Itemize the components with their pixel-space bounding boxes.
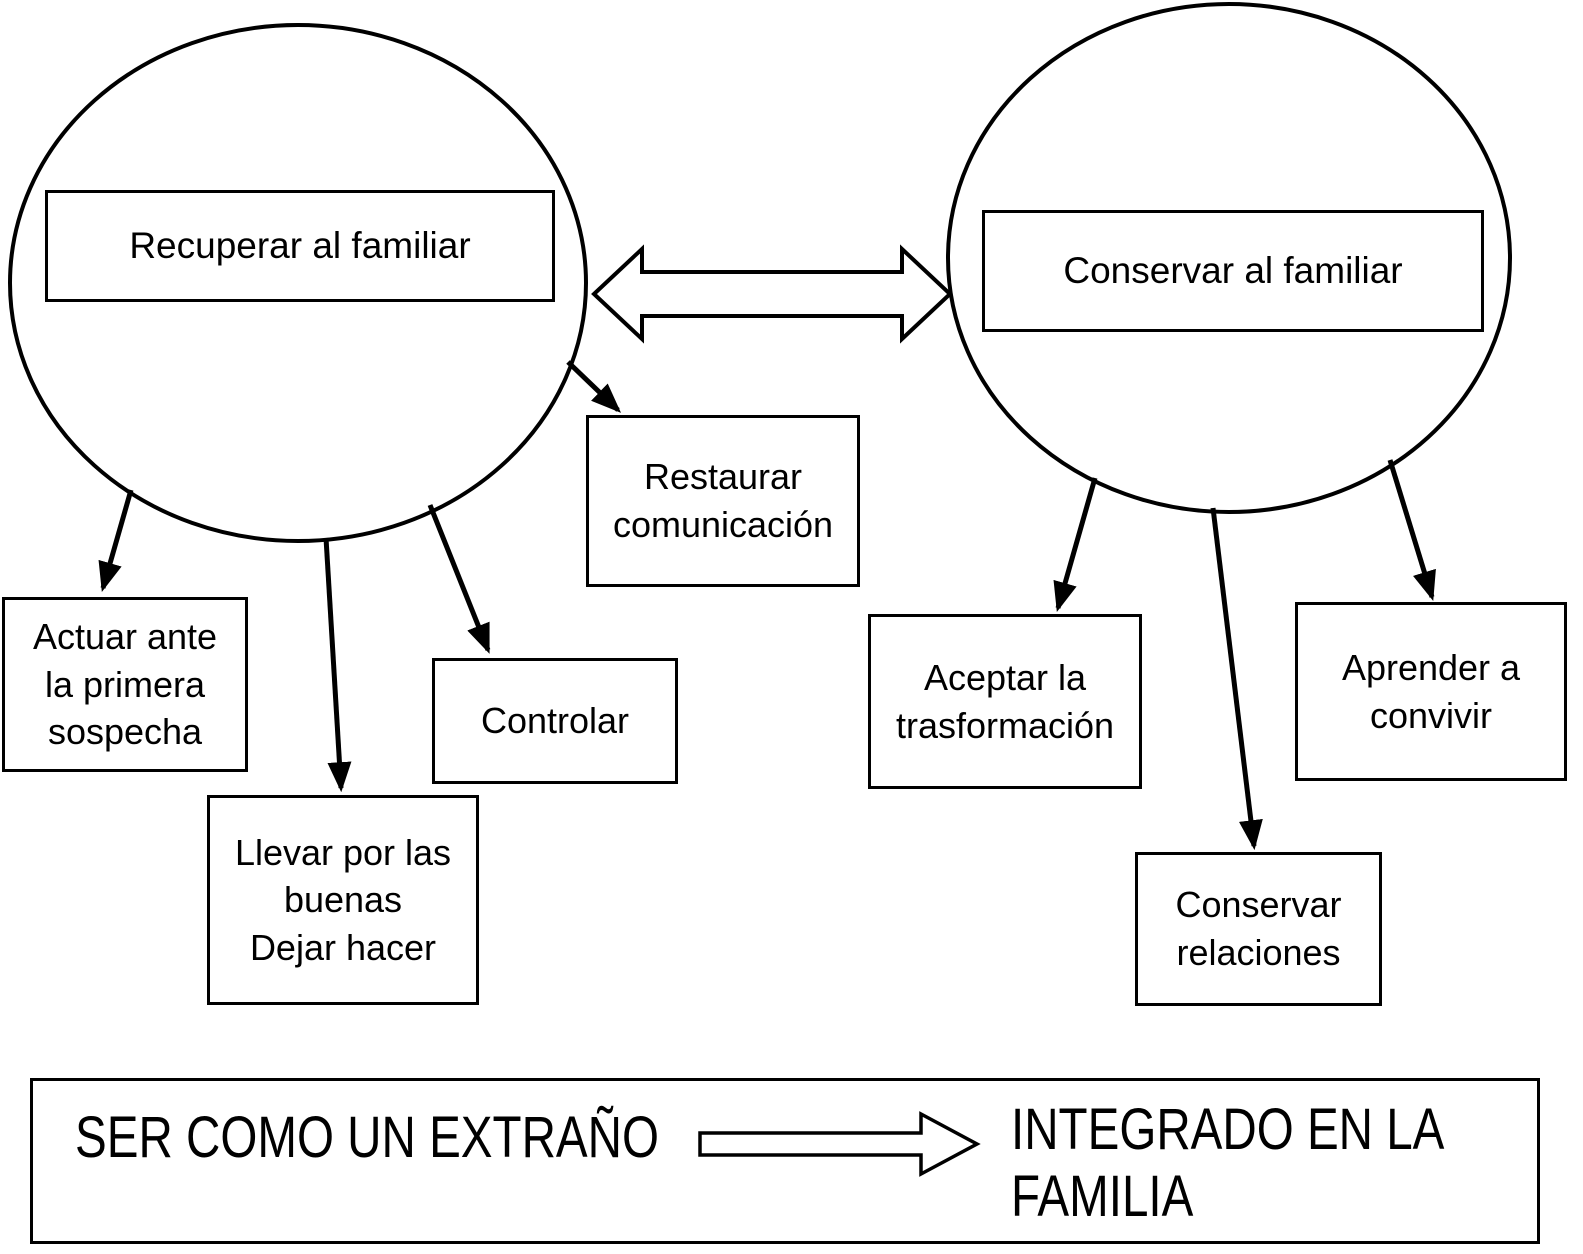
- aceptar-trasformacion-label: Aceptar la trasformación: [895, 656, 1115, 746]
- actuar-ante-sospecha-label: Actuar ante la primera sospecha: [32, 616, 218, 753]
- banner-right-label: INTEGRADO EN LA FAMILIA: [1011, 1097, 1445, 1229]
- aceptar-trasformacion-box: Aceptar la trasformación: [868, 614, 1142, 789]
- arrow-conservar-to-aceptar: [1053, 477, 1098, 613]
- restaurar-comunicacion-box: Restaurar comunicación: [586, 415, 860, 587]
- llevar-por-las-buenas-box: Llevar por las buenas Dejar hacer: [207, 795, 479, 1005]
- llevar-por-las-buenas-label: Llevar por las buenas Dejar hacer: [234, 831, 452, 968]
- recuperar-al-familiar-box: Recuperar al familiar: [45, 190, 555, 302]
- recuperar-al-familiar-label: Recuperar al familiar: [129, 224, 471, 266]
- arrow-conservar-to-aprender: [1387, 459, 1436, 602]
- conservar-relaciones-label: Conservar relaciones: [1175, 884, 1342, 973]
- banner-arrow: [698, 1111, 981, 1177]
- aprender-a-convivir-box: Aprender a convivir: [1295, 602, 1567, 781]
- actuar-ante-sospecha-box: Actuar ante la primera sospecha: [2, 597, 248, 772]
- restaurar-comunicacion-label: Restaurar comunicación: [612, 456, 834, 545]
- arrow-recuperar-to-controlar: [427, 504, 491, 654]
- controlar-label: Controlar: [480, 700, 630, 742]
- banner-left-label: SER COMO UN EXTRAÑO: [75, 1105, 659, 1170]
- arrow-recuperar-to-actuar: [98, 489, 134, 593]
- arrow-recuperar-to-restaurar: [566, 360, 622, 413]
- bottom-banner-box: SER COMO UN EXTRAÑO INTEGRADO EN LA FAMI…: [30, 1078, 1540, 1244]
- controlar-box: Controlar: [432, 658, 678, 784]
- conservar-al-familiar-label: Conservar al familiar: [1063, 249, 1403, 291]
- double-headed-arrow: [591, 244, 953, 344]
- conservar-al-familiar-box: Conservar al familiar: [982, 210, 1484, 332]
- arrow-recuperar-to-llevar: [323, 537, 352, 793]
- arrow-conservar-to-conservar-relaciones: [1210, 507, 1263, 851]
- conservar-relaciones-box: Conservar relaciones: [1135, 852, 1382, 1006]
- aprender-a-convivir-label: Aprender a convivir: [1341, 646, 1521, 736]
